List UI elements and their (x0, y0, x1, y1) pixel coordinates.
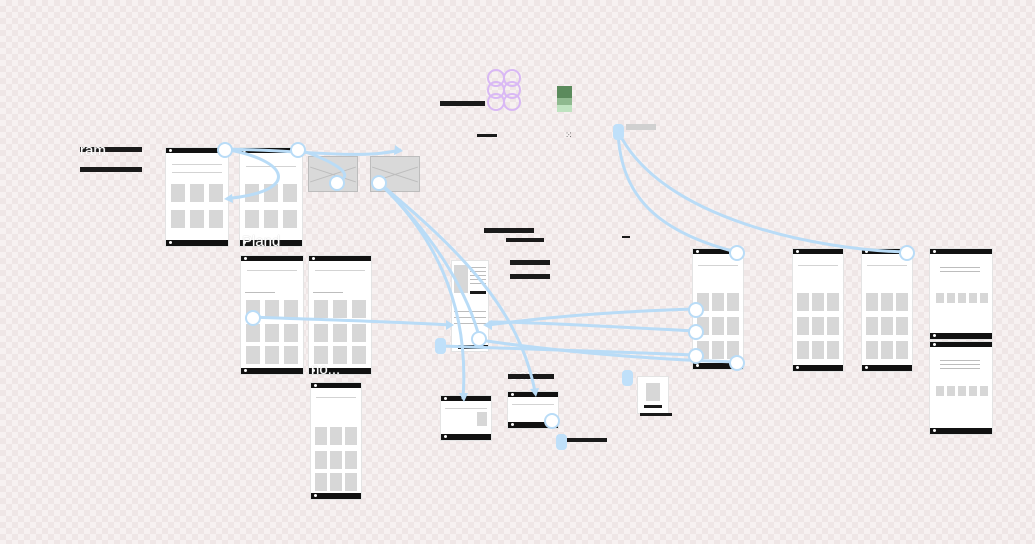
connector-handle[interactable] (435, 338, 446, 354)
color-swatch-stack[interactable] (557, 86, 572, 112)
connector-node[interactable] (688, 348, 704, 364)
frame-title-bar-left-1[interactable] (80, 147, 142, 152)
frame-label-no: no... (311, 361, 341, 378)
connector-node[interactable] (471, 331, 487, 347)
connector-node[interactable] (245, 310, 261, 326)
frame-cart-1[interactable] (441, 396, 491, 440)
frame-right-3[interactable] (862, 249, 912, 371)
connector-node[interactable] (688, 324, 704, 340)
connector-handle[interactable] (622, 370, 633, 386)
connector-handle[interactable] (613, 124, 624, 140)
connector-node[interactable] (729, 245, 745, 261)
connector-node[interactable] (329, 175, 345, 191)
frame-list-3[interactable] (311, 383, 361, 499)
connector-handle[interactable] (556, 434, 567, 450)
small-bar-top[interactable] (477, 134, 497, 137)
frame-right-2[interactable] (793, 249, 843, 371)
center-bar-4[interactable] (510, 274, 550, 279)
frame-title-bar-left-2[interactable] (80, 167, 142, 172)
center-bar-1[interactable] (484, 228, 534, 233)
plus-icon[interactable]: ⁙ (565, 130, 573, 140)
center-bar-2[interactable] (506, 238, 544, 242)
frame-right-4[interactable] (930, 249, 992, 339)
frame-right-5[interactable] (930, 342, 992, 434)
bottom-caption-bar[interactable] (567, 438, 607, 442)
connector-node[interactable] (729, 355, 745, 371)
connector-node[interactable] (371, 175, 387, 191)
frame-home-1[interactable] (166, 148, 228, 246)
connector-node[interactable] (899, 245, 915, 261)
frame-list-2[interactable] (309, 256, 371, 374)
placeholder-image-1[interactable] (308, 156, 358, 192)
frame-label-pland: Pland (242, 233, 281, 250)
component-ring-icon[interactable] (486, 66, 522, 114)
frame-label-left: ram (80, 142, 106, 159)
frame-mini-product[interactable] (638, 377, 668, 413)
connector-node[interactable] (544, 413, 560, 429)
connector-node[interactable] (290, 142, 306, 158)
title-bar-top[interactable] (440, 101, 485, 106)
mini-product-bar[interactable] (640, 413, 672, 416)
connector-node[interactable] (217, 142, 233, 158)
small-dash[interactable] (622, 236, 630, 238)
center-bar-3[interactable] (510, 260, 550, 265)
frame-right-1[interactable] (693, 249, 743, 369)
connector-node[interactable] (688, 302, 704, 318)
label-chip-top-right[interactable] (626, 124, 656, 130)
